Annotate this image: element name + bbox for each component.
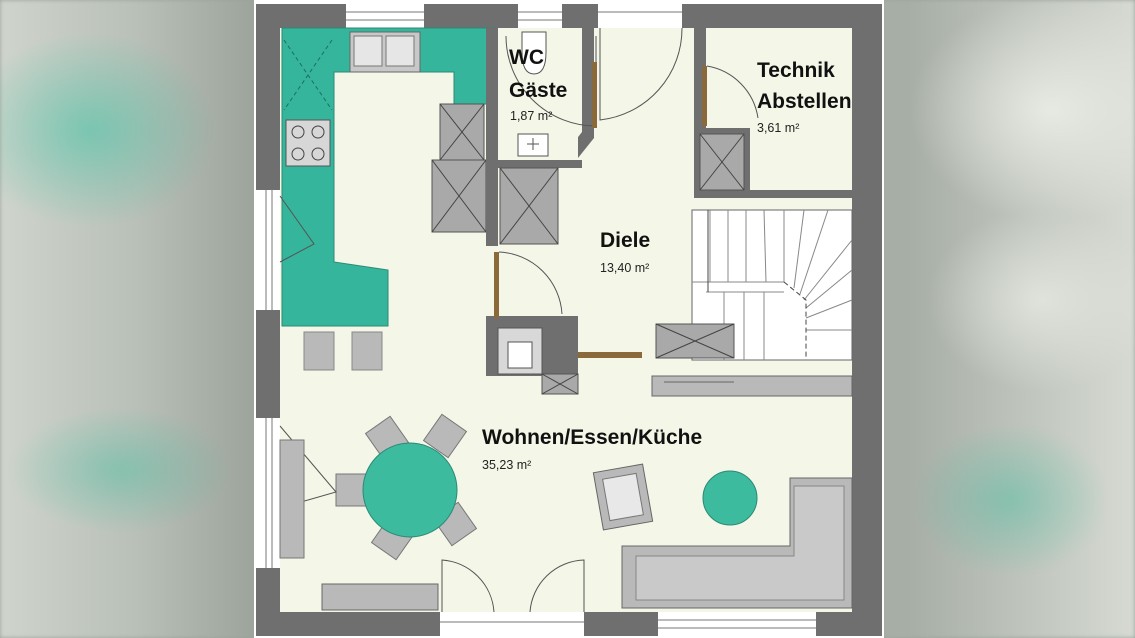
kitchen-counter [282, 28, 494, 326]
window-top-wc [518, 4, 562, 28]
technik-door [702, 66, 707, 126]
wall-wc-bottom [486, 160, 582, 168]
sideboard [651, 375, 853, 397]
kitchen-door [494, 252, 499, 318]
bar-stool-2 [351, 331, 383, 371]
room-label-wohnen: Wohnen/Essen/Küche [482, 426, 703, 449]
coffee-table [702, 470, 758, 526]
room-label-wc: WC [509, 46, 544, 69]
cooktop [285, 119, 331, 167]
entrance-door-swing [599, 27, 683, 121]
room-label-diele: Diele [600, 229, 651, 252]
wall-technik-bottom [750, 190, 854, 198]
lowboard [321, 583, 439, 611]
room-label-technik: Technik [757, 59, 835, 82]
dining-table [362, 442, 458, 538]
living-door [578, 352, 642, 358]
window-bottom [658, 612, 816, 636]
room-area-technik: 3,61 m² [757, 121, 800, 135]
bar-stool-1 [303, 331, 335, 371]
window-top-kitchen [346, 4, 424, 28]
room-area-wohnen: 35,23 m² [482, 458, 532, 472]
wall-wc-right [560, 28, 594, 168]
floor-plan-drawing [256, 4, 882, 636]
floor-plan: WC Gäste 1,87 m² Technik Abstellen 3,61 … [254, 0, 884, 638]
window-left-upper [256, 190, 280, 310]
room-area-diele: 13,40 m² [600, 261, 650, 275]
room-label-wc-2: Gäste [509, 79, 568, 102]
wc-door [592, 62, 597, 128]
terrace-door-opening [440, 612, 584, 636]
toilet [521, 31, 547, 75]
window-left-lower [256, 418, 280, 568]
room-area-wc: 1,87 m² [510, 109, 553, 123]
wall-wc-left [486, 28, 498, 246]
entrance-door-opening [598, 4, 682, 28]
room-label-technik-2: Abstellen [757, 90, 852, 113]
